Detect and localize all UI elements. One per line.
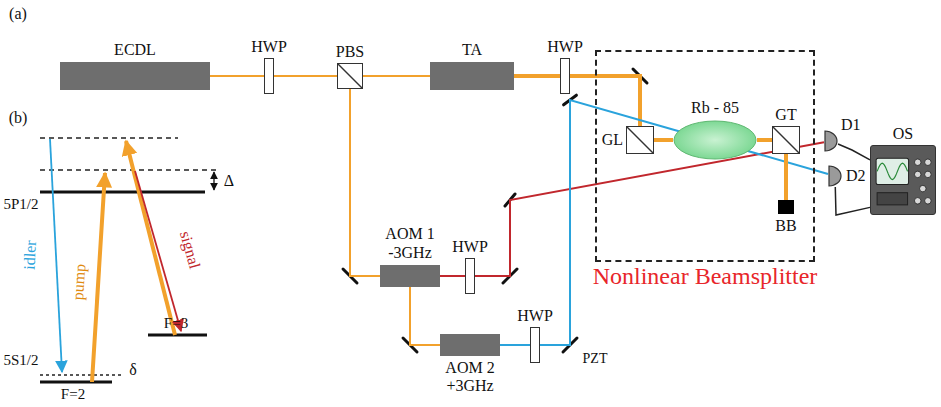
- laser-beam: [440, 275, 465, 277]
- waveplate: HWP: [530, 327, 540, 363]
- detector-outline: [828, 165, 842, 187]
- node-label: +3GHz: [445, 377, 494, 395]
- detuning-symbol: Δ: [224, 172, 234, 190]
- mirrors: [343, 69, 647, 352]
- label-group: HWP: [452, 238, 488, 256]
- region-box: Nonlinear BeamsplitterGLRb - 85GTBB: [595, 50, 815, 262]
- cube-diagonal: [338, 64, 362, 88]
- label-group: OS: [893, 125, 913, 143]
- node-label: HWP: [452, 238, 488, 256]
- signal-wire: [838, 144, 870, 160]
- label-group: HWP: [251, 38, 287, 56]
- scope-face: [871, 146, 935, 214]
- waveplate: HWP: [560, 58, 570, 94]
- label-group: D2: [846, 167, 866, 185]
- label-group: Rb - 85: [691, 99, 739, 117]
- node-label: AOM 2: [445, 359, 494, 377]
- label-group: BB: [775, 217, 796, 235]
- node-label: D2: [846, 167, 866, 185]
- label-group: HWP: [517, 307, 553, 325]
- level-name: 5P1/2: [3, 196, 38, 213]
- cell-outline: [673, 120, 757, 160]
- node-label: GL: [602, 131, 623, 149]
- beamsplitter-cube: PBS: [337, 63, 363, 89]
- polarizer-cube: GL: [626, 126, 654, 154]
- label-group: TA: [462, 41, 482, 59]
- detector: D1: [824, 130, 838, 152]
- panel-label: (a): [9, 5, 27, 23]
- label-group: AOM 2+3GHz: [445, 359, 494, 396]
- beam-name: idler: [20, 240, 39, 270]
- oscilloscope: OS: [870, 145, 936, 215]
- detector: D2: [828, 165, 842, 187]
- label-group: GL: [602, 131, 623, 149]
- laser-beam: [210, 75, 264, 77]
- waveplate: HWP: [465, 258, 475, 294]
- node-label: OS: [893, 125, 913, 143]
- cube-diagonal: [627, 127, 653, 153]
- cube-diagonal: [773, 127, 799, 153]
- modulator-box: AOM 2+3GHz: [440, 334, 500, 356]
- node-label: ECDL: [114, 41, 156, 59]
- laser-beam: [500, 344, 530, 346]
- laser-beam: [654, 138, 673, 142]
- beam-name: signal: [176, 229, 203, 271]
- node-label: HWP: [517, 307, 553, 325]
- label-group: PBS: [336, 43, 364, 61]
- node-label: HWP: [251, 38, 287, 56]
- laser-box: ECDL: [60, 62, 210, 90]
- node-label: Nonlinear Beamsplitter: [593, 263, 818, 291]
- label-group: Nonlinear Beamsplitter: [593, 263, 818, 291]
- laser-beam: [540, 100, 828, 345]
- node-label: D1: [841, 116, 861, 134]
- label-group: GT: [775, 106, 796, 124]
- node-label: GT: [775, 106, 796, 124]
- laser-beam: [757, 138, 772, 142]
- laser-beam: [363, 75, 430, 77]
- signal-wire: [835, 187, 870, 215]
- node-label: AOM 1: [385, 225, 434, 243]
- label-group: ECDL: [114, 41, 156, 59]
- part-name: PZT: [583, 351, 608, 366]
- laser-beam: [350, 89, 380, 276]
- laser-beam: [514, 74, 560, 78]
- laser-beam: [784, 154, 788, 200]
- detector-outline: [824, 130, 838, 152]
- modulator-box: AOM 1-3GHz: [380, 265, 440, 287]
- laser-beam: [570, 76, 640, 126]
- label-group: HWP: [547, 38, 583, 56]
- node-label: TA: [462, 41, 482, 59]
- level-name: F=2: [61, 386, 85, 403]
- panel-label: (b): [9, 109, 28, 127]
- laser-beam: [475, 142, 824, 276]
- node-label: Rb - 85: [691, 99, 739, 117]
- node-label: BB: [775, 217, 796, 235]
- polarizer-cube: GT: [772, 126, 800, 154]
- energy-levels: [40, 138, 220, 382]
- node-label: HWP: [547, 38, 583, 56]
- amplifier-box: TA: [430, 62, 514, 90]
- waveplate: HWP: [264, 58, 274, 94]
- laser-beam: [410, 287, 440, 345]
- level-name: 5S1/2: [3, 352, 38, 369]
- vapor-cell: Rb - 85: [673, 120, 757, 160]
- beam-block: BB: [778, 200, 794, 214]
- label-group: AOM 1-3GHz: [385, 225, 434, 262]
- label-group: D1: [841, 116, 861, 134]
- detuning-symbol: δ: [129, 361, 137, 379]
- beam-name: pump: [69, 263, 89, 301]
- node-label: PBS: [336, 43, 364, 61]
- node-label: -3GHz: [385, 244, 434, 262]
- laser-beam: [274, 75, 337, 77]
- level-name: F=3: [164, 315, 188, 332]
